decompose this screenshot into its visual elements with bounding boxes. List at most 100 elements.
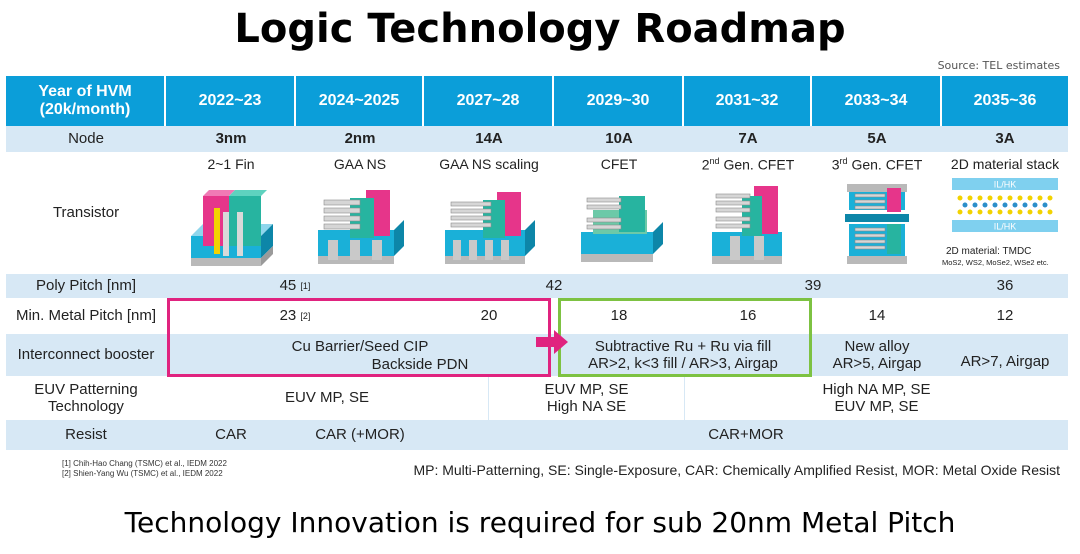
poly-pitch-row: Poly Pitch [nm] 45 [1] 42 39 36 [6,274,1068,298]
year-2027: 2027~28 [424,76,554,126]
node-value: 2nm [344,130,376,148]
metal-pitch-ref: [2] [300,310,311,321]
euv-label: EUV Patterning Technology [6,376,166,420]
tmdc-line2: MoS2, WS2, MoSe2, WSe2 etc. [942,258,1049,267]
euv-b-line1: EUV MP, SE [544,380,629,398]
euv-label-line2: Technology [48,398,124,415]
interconnect-cu-line2: Backside PDN [371,356,469,373]
metal-pitch-row: Min. Metal Pitch [nm] 23 [2] 20 18 16 14… [6,298,1068,334]
metal-pitch-value: 23 [279,307,297,325]
interconnect-cu-line1: Cu Barrier/Seed CIP [291,338,429,355]
cfet-2nd-illustration [712,186,782,264]
poly-pitch-45: 45 [1] [166,274,424,298]
resist-car: CAR [215,426,247,444]
node-value: 10A [605,130,633,148]
abbreviation-legend: MP: Multi-Patterning, SE: Single-Exposur… [413,462,1060,478]
header-label-line1: Year of HVM [38,82,132,100]
interconnect-ru-line2: AR>2, k<3 fill / AR>3, Airgap [588,355,778,372]
metal-pitch-14: 14 [868,307,886,325]
metal-pitch-20: 20 [480,307,498,325]
il-hk-bottom-label: IL/HK [994,222,1017,232]
2d-stack-illustration: IL/HK IL/HK [952,178,1058,232]
year-2022: 2022~23 [166,76,296,126]
interconnect-ru-line1: Subtractive Ru + Ru via fill [594,337,772,355]
transistor-caption: 2~1 Fin [207,156,255,172]
transistor-caption: 2nd Gen. CFET [684,156,812,173]
transistor-caption: CFET [600,156,638,172]
transistor-fin: 2~1 Fin [166,152,296,274]
interconnect-cu: Cu Barrier/Seed CIP Backside PDN [166,334,554,376]
euv-row: EUV Patterning Technology EUV MP, SE EUV… [6,376,1068,420]
cfet-3rd-illustration [845,184,909,264]
euv-c-line1: High NA MP, SE [822,380,931,398]
transistor-caption: 3rd Gen. CFET [812,156,942,173]
finfet-illustration [191,190,273,266]
metal-pitch-12: 12 [996,307,1014,325]
il-hk-top-label: IL/HK [994,180,1017,190]
year-2035: 2035~36 [973,91,1037,109]
transition-arrow-icon [536,330,568,354]
source-note: Source: TEL estimates [937,59,1060,72]
node-value: 14A [475,130,503,148]
resist-label: Resist [65,426,107,444]
euv-high-na-se: EUV MP, SE High NA SE [488,376,684,420]
node-value: 3nm [215,130,247,148]
metal-pitch-label: Min. Metal Pitch [nm] [15,307,157,325]
year-2033: 2033~34 [812,76,942,126]
year-2024: 2024~2025 [296,76,424,126]
bottom-statement: Technology Innovation is required for su… [124,506,956,539]
resist-row: Resist CAR CAR (+MOR) CAR+MOR [6,420,1068,450]
year-2031: 2031~32 [684,76,812,126]
gaa-illustration [318,190,404,264]
resist-car-plus-mor: CAR+MOR [708,426,784,444]
metal-pitch-18: 18 [610,307,628,325]
euv-high-na-mp: High NA MP, SE EUV MP, SE [684,376,1068,420]
gaa-scaling-illustration [445,192,535,264]
cfet-gen-text: Gen. CFET [723,156,795,173]
poly-pitch-ref: [1] [300,280,311,291]
cfet-gen-number: 3 [831,156,840,173]
interconnect-alloy: New alloy AR>5, Airgap [812,334,942,376]
header-label-line2: (20k/month) [39,101,131,118]
transistor-row: Transistor 2~1 Fin GAA NS [6,152,1068,274]
year-2029: 2029~30 [554,76,684,126]
interconnect-ru: Subtractive Ru + Ru via fill AR>2, k<3 f… [554,334,812,376]
node-row: Node 3nm 2nm 14A 10A 7A 5A 3A [6,126,1068,152]
transistor-cfet: CFET [554,152,684,274]
resist-car-mor: CAR (+MOR) [315,426,405,444]
green-highlight-box [558,298,812,377]
poly-pitch-label: Poly Pitch [nm] [35,277,137,295]
transistor-caption: GAA NS scaling [439,156,539,172]
transistor-caption: 2D material stack [950,156,1060,172]
transistor-2d: 2D material stack IL/HK IL/HK 2D materia… [942,152,1068,274]
node-value: 7A [738,130,758,148]
transistor-cfet-3rd: 3rd Gen. CFET [812,152,942,274]
footnote-2: [2] Shien-Yang Wu (TSMC) et al., IEDM 20… [62,469,223,478]
metal-pitch-23: 23 [2] [166,298,424,334]
page-title: Logic Technology Roadmap [234,6,846,52]
euv-label-line1: EUV Patterning [34,380,138,398]
interconnect-ar7: AR>7, Airgap [960,353,1050,371]
metal-pitch-16: 16 [739,307,757,325]
transistor-gaa-scaling: GAA NS scaling [424,152,554,274]
node-value: 5A [867,130,887,148]
node-value: 3A [995,130,1015,148]
header-row: Year of HVM (20k/month) 2022~23 2024~202… [6,76,1068,126]
transistor-gaa: GAA NS [296,152,424,274]
header-label: Year of HVM (20k/month) [6,76,166,126]
poly-pitch-39: 39 [804,277,822,295]
interconnect-label: Interconnect booster [17,346,155,364]
poly-pitch-value: 45 [279,277,297,295]
poly-pitch-36: 36 [996,277,1014,295]
cfet-gen-number: 2 [701,156,710,173]
cfet-gen-suffix: nd [709,156,720,166]
cfet-gen-text: Gen. CFET [851,156,923,173]
cfet-illustration [581,196,663,262]
poly-pitch-42: 42 [545,277,563,295]
magenta-highlight-box [167,298,551,377]
node-label: Node [68,130,104,148]
euv-c-line2: EUV MP, SE [834,398,919,415]
footnote-1: [1] Chih-Hao Chang (TSMC) et al., IEDM 2… [62,459,227,468]
transistor-caption: GAA NS [333,156,387,172]
tmdc-line1: 2D material: TMDC [946,246,1032,257]
